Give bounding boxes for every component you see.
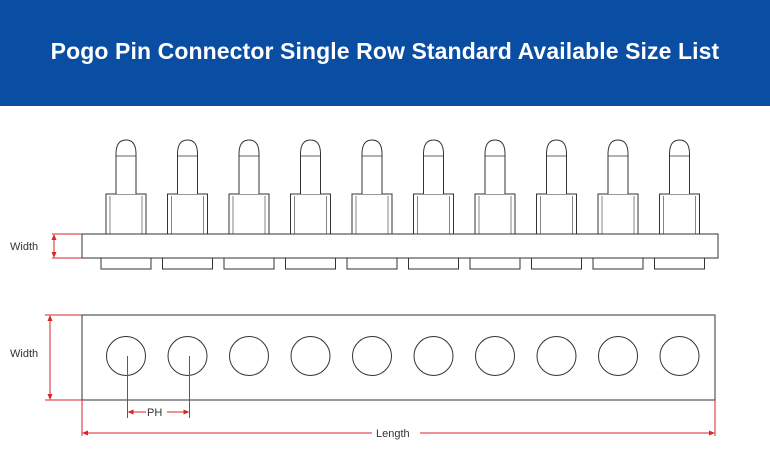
pin-hole: [290, 336, 331, 376]
pin-hole: [659, 336, 700, 376]
pogo-pin: [531, 139, 582, 270]
pogo-pin: [592, 139, 644, 270]
pin-base: [100, 257, 152, 270]
pin-base: [469, 257, 521, 270]
pitch-dimension: [127, 356, 190, 418]
top-view-dimensions: [45, 314, 716, 436]
pin-barrel: [597, 193, 639, 235]
pin-barrel: [536, 193, 577, 235]
top-view-housing: [81, 314, 716, 401]
pogo-pin: [408, 139, 459, 270]
pogo-pin-diagram: Width: [10, 139, 719, 440]
pin-plunger: [546, 139, 567, 194]
pin-barrel: [413, 193, 454, 235]
pogo-pin: [469, 139, 521, 270]
pin-barrel: [474, 193, 516, 235]
pin-barrel: [290, 193, 331, 235]
pin-hole: [229, 336, 269, 376]
top-view: Width PH Length: [10, 314, 716, 440]
pin-base: [592, 257, 644, 270]
pin-plunger: [607, 139, 629, 194]
pogo-pin: [223, 139, 275, 270]
side-width-label: Width: [10, 241, 38, 253]
pin-barrel: [351, 193, 393, 235]
pin-hole: [536, 336, 577, 376]
pin-base: [223, 257, 275, 270]
pin-barrel: [228, 193, 270, 235]
top-width-label: Width: [10, 348, 38, 360]
pin-hole: [106, 336, 146, 376]
pogo-pin: [654, 139, 705, 270]
pin-barrel: [167, 193, 208, 235]
pin-hole: [352, 336, 392, 376]
pogo-pin: [346, 139, 398, 270]
pogo-pin: [162, 139, 213, 270]
pin-plunger: [361, 139, 383, 194]
length-dimension: [81, 400, 716, 436]
pogo-pin: [285, 139, 336, 270]
title-banner: Pogo Pin Connector Single Row Standard A…: [0, 0, 770, 106]
pin-hole: [413, 336, 454, 376]
pin-barrel: [659, 193, 700, 235]
length-label: Length: [376, 428, 410, 440]
side-view-pins: [100, 139, 705, 270]
pin-plunger: [177, 139, 198, 194]
pin-base: [285, 257, 336, 270]
pin-barrel: [105, 193, 147, 235]
top-width-dimension: [45, 314, 82, 401]
side-view: Width: [10, 139, 719, 270]
pin-hole: [475, 336, 515, 376]
pin-base: [162, 257, 213, 270]
side-view-housing-bar: [81, 233, 719, 259]
pitch-label: PH: [147, 407, 162, 419]
pin-hole: [167, 336, 208, 376]
pin-base: [654, 257, 705, 270]
pin-plunger: [300, 139, 321, 194]
pin-plunger: [669, 139, 690, 194]
pin-plunger: [238, 139, 260, 194]
pin-hole: [598, 336, 638, 376]
pin-plunger: [423, 139, 444, 194]
side-width-dimension: [51, 233, 82, 259]
pin-plunger: [115, 139, 137, 194]
pogo-pin: [100, 139, 152, 270]
pin-base: [531, 257, 582, 270]
pin-plunger: [484, 139, 506, 194]
pin-base: [346, 257, 398, 270]
top-view-holes: [106, 336, 700, 376]
pin-base: [408, 257, 459, 270]
page-title: Pogo Pin Connector Single Row Standard A…: [50, 37, 720, 64]
